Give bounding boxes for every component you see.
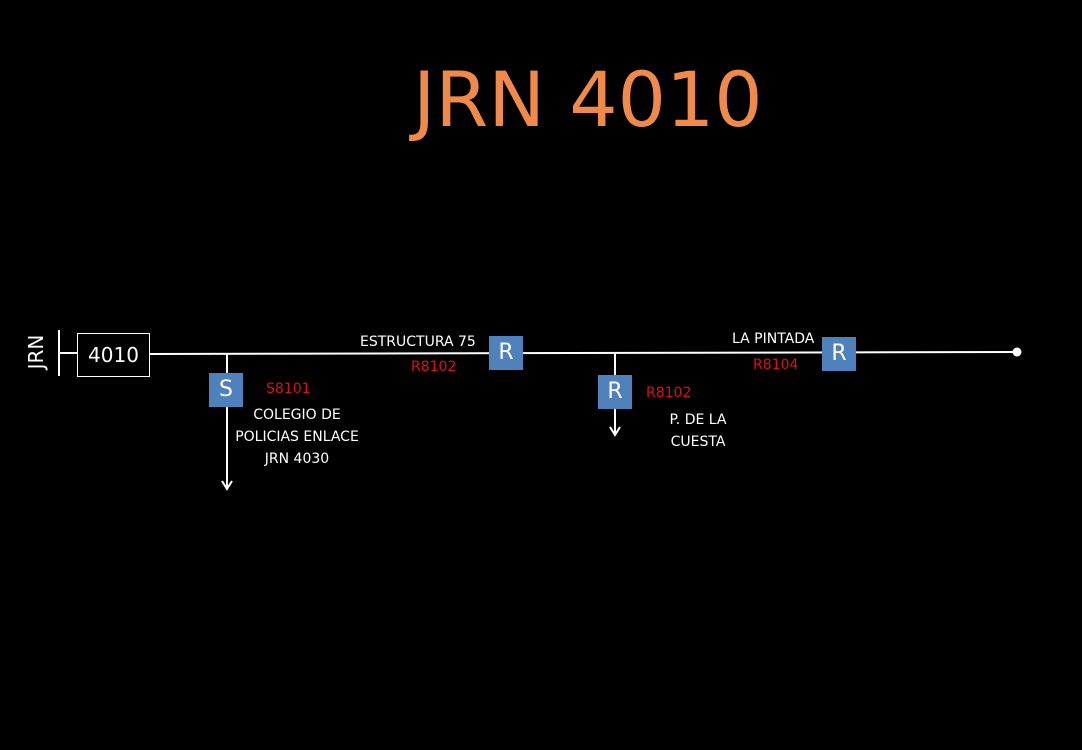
node-s-name-line-3: JRN 4030 bbox=[264, 451, 330, 467]
node-r1-name: ESTRUCTURA 75 bbox=[360, 334, 476, 350]
node-r2-code: R8102 bbox=[646, 385, 692, 401]
node-r2-square: R bbox=[598, 375, 632, 409]
node-s-code: S8101 bbox=[266, 381, 311, 397]
route-end-dot bbox=[1012, 347, 1022, 357]
node-r2-name-line-2: CUESTA bbox=[670, 434, 726, 450]
main-route-line bbox=[147, 351, 1017, 355]
route-number-box: 4010 bbox=[77, 333, 150, 377]
node-r2-name-line-1: P. DE LA bbox=[669, 412, 727, 428]
node-r1-square: R bbox=[489, 336, 523, 370]
node-r3-square: R bbox=[822, 337, 856, 371]
node-s-name-line-2: POLICIAS ENLACE bbox=[235, 429, 359, 445]
node-r3-code: R8104 bbox=[753, 357, 799, 373]
node-s-square: S bbox=[209, 373, 243, 407]
node-r2-name: P. DE LA CUESTA bbox=[648, 409, 748, 453]
branch-r-arrowhead bbox=[609, 426, 621, 437]
page-title: JRN 4010 bbox=[413, 55, 763, 144]
branch-s-arrowhead bbox=[221, 480, 233, 491]
node-r1-code: R8102 bbox=[411, 359, 457, 375]
node-r3-name: LA PINTADA bbox=[732, 331, 815, 347]
node-s-name: COLEGIO DE POLICIAS ENLACE JRN 4030 bbox=[227, 404, 367, 470]
node-s-name-line-1: COLEGIO DE bbox=[253, 407, 341, 423]
route-vertical-label: JRN bbox=[24, 334, 48, 370]
